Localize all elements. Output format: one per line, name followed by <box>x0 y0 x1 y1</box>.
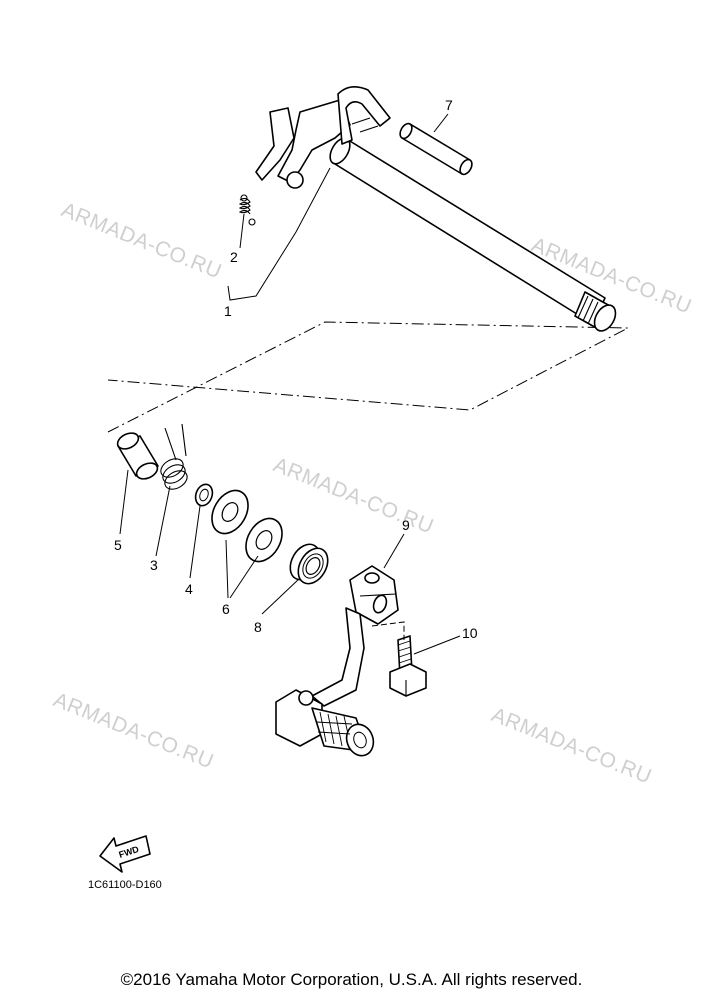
callout-4: 4 <box>185 581 193 597</box>
watermarks: ARMADA-CO.RU ARMADA-CO.RU ARMADA-CO.RU A… <box>50 198 695 788</box>
callout-8: 8 <box>254 619 262 635</box>
callout-numbers: 1 2 3 4 5 6 7 8 9 10 <box>114 97 478 641</box>
shift-pedal-part <box>275 565 399 757</box>
torsion-spring-part <box>160 423 188 490</box>
assembly-boundary-line <box>107 321 629 433</box>
copyright-notice: ©2016 Yamaha Motor Corporation, U.S.A. A… <box>120 970 583 989</box>
washer-part <box>211 489 283 563</box>
roller-part <box>399 122 473 176</box>
diagram-code: 1C61100-D160 <box>88 879 162 891</box>
watermark: ARMADA-CO.RU <box>270 453 437 538</box>
leader-lines <box>119 113 461 655</box>
watermark: ARMADA-CO.RU <box>488 703 655 788</box>
bolt-part <box>389 635 427 697</box>
spring-part <box>238 194 256 226</box>
circlip-part <box>194 483 214 507</box>
callout-2: 2 <box>230 249 238 265</box>
watermark: ARMADA-CO.RU <box>58 198 225 283</box>
watermark: ARMADA-CO.RU <box>50 688 217 773</box>
callout-6: 6 <box>222 601 230 617</box>
fwd-arrow-icon: FWD <box>99 835 151 873</box>
callout-5: 5 <box>114 537 122 553</box>
callout-10: 10 <box>462 625 478 641</box>
callout-7: 7 <box>445 97 453 113</box>
callout-9: 9 <box>402 517 410 533</box>
callout-3: 3 <box>150 557 158 573</box>
collar-part <box>116 432 159 480</box>
callout-1: 1 <box>224 303 232 319</box>
shift-shaft-assembly <box>255 86 617 332</box>
oil-seal-part <box>289 543 329 585</box>
